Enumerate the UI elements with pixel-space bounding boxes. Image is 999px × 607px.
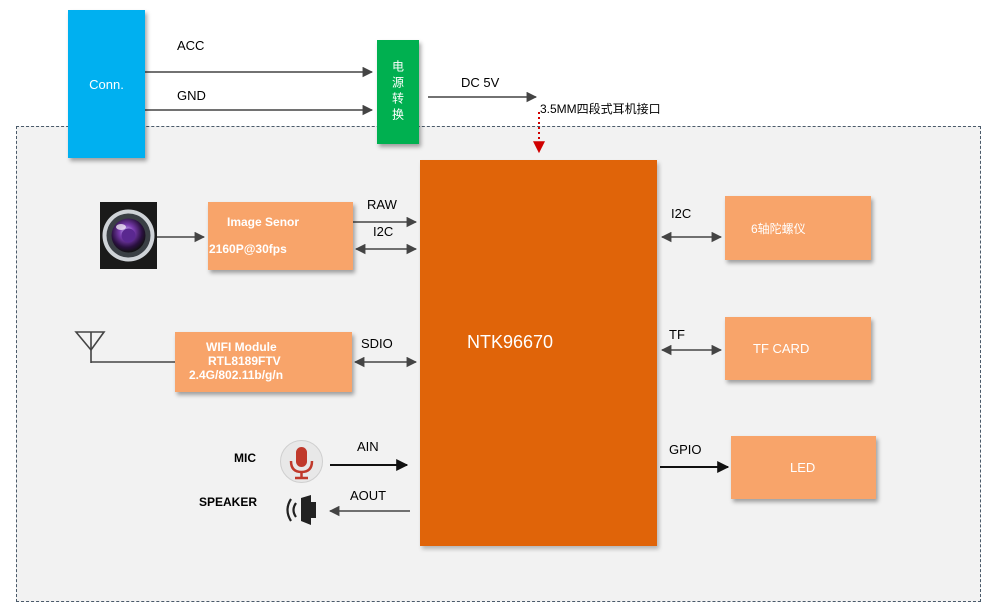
wifi-module-spec: 2.4G/802.11b/g/n — [189, 368, 284, 382]
raw-label: RAW — [367, 197, 397, 212]
wifi-module-block: WIFI Module RTL8189FTV 2.4G/802.11b/g/n — [175, 332, 352, 392]
tf-label: TF — [669, 327, 685, 342]
power-conversion-block: 电源转换 — [377, 40, 419, 144]
led-block: LED — [731, 436, 876, 499]
acc-label: ACC — [177, 38, 205, 53]
gnd-label: GND — [177, 88, 206, 103]
mic-label: MIC — [234, 451, 256, 465]
power-conversion-label: 电源转换 — [390, 60, 405, 124]
headphone-label: 3.5MM四段式耳机接口 — [540, 102, 661, 116]
microphone-icon — [280, 440, 323, 483]
tf-card-label: TF CARD — [753, 341, 810, 356]
wifi-module-title: WIFI Module — [206, 340, 277, 354]
soc-block: NTK96670 — [420, 160, 657, 546]
image-sensor-block: Image Senor 2160P@30fps — [208, 202, 353, 270]
dc5v-label: DC 5V — [461, 75, 500, 90]
gyro-label: 6轴陀螺仪 — [751, 222, 806, 236]
gpio-label: GPIO — [669, 442, 702, 457]
i2c-right-label: I2C — [671, 206, 692, 221]
connector-block: Conn. — [68, 10, 145, 158]
speaker-label: SPEAKER — [199, 495, 258, 509]
sdio-label: SDIO — [361, 336, 393, 351]
speaker-icon — [286, 495, 316, 525]
soc-label: NTK96670 — [467, 332, 554, 352]
i2c-left-label: I2C — [373, 224, 394, 239]
gyro-block: 6轴陀螺仪 — [725, 196, 871, 260]
tf-card-block: TF CARD — [725, 317, 871, 380]
image-sensor-spec: 2160P@30fps — [209, 242, 287, 256]
image-sensor-title: Image Senor — [227, 215, 300, 229]
aout-label: AOUT — [350, 488, 387, 503]
antenna-icon — [74, 331, 106, 363]
ain-label: AIN — [357, 439, 379, 454]
camera-lens-icon — [100, 202, 157, 269]
led-label: LED — [790, 460, 816, 475]
wifi-module-chip: RTL8189FTV — [208, 354, 281, 368]
connector-label: Conn. — [89, 76, 124, 92]
